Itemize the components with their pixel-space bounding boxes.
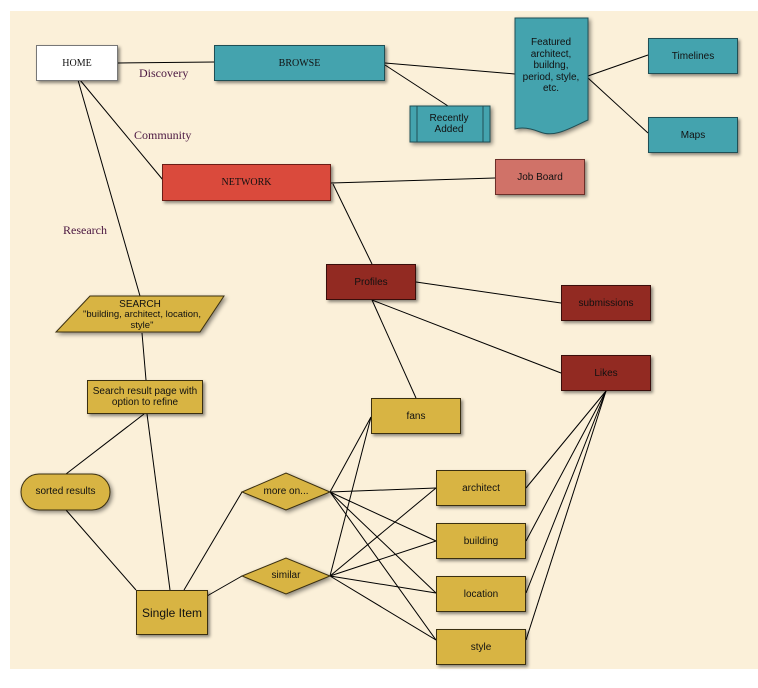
node-style: style bbox=[436, 629, 526, 665]
node-featured-label: Featured architect, buildng, period, sty… bbox=[522, 37, 580, 95]
node-profiles: Profiles bbox=[326, 264, 416, 300]
node-search-subtitle: "building, architect, location, style" bbox=[83, 309, 201, 331]
node-home: HOME bbox=[36, 45, 118, 81]
node-search-result: Search result page with option to refine bbox=[87, 380, 203, 414]
edge-label-research: Research bbox=[63, 223, 107, 237]
node-search-title: SEARCH bbox=[119, 299, 161, 311]
node-building: building bbox=[436, 523, 526, 559]
edge-label-community: Community bbox=[134, 128, 192, 142]
search-shape bbox=[54, 295, 225, 333]
node-single-item: Single Item bbox=[136, 590, 208, 635]
node-recently-added-label: Recently Added bbox=[429, 112, 469, 136]
node-architect: architect bbox=[436, 470, 526, 506]
recently-added-shape bbox=[409, 105, 491, 143]
node-submissions: submissions bbox=[561, 285, 651, 321]
edge-label-discovery: Discovery bbox=[139, 66, 189, 80]
node-maps: Maps bbox=[648, 117, 738, 153]
node-location: location bbox=[436, 576, 526, 612]
node-more-on-label: more on... bbox=[263, 486, 309, 498]
diagram-canvas: Discovery Community Research HOME BROWSE… bbox=[10, 11, 758, 669]
node-similar-label: similar bbox=[271, 570, 301, 582]
node-job-board: Job Board bbox=[495, 159, 585, 195]
node-sorted-results-label: sorted results bbox=[35, 486, 96, 498]
more-on-shape bbox=[240, 472, 332, 511]
node-likes: Likes bbox=[561, 355, 651, 391]
node-browse: BROWSE bbox=[214, 45, 385, 81]
node-fans: fans bbox=[371, 398, 461, 434]
node-timelines: Timelines bbox=[648, 38, 738, 74]
node-network: NETWORK bbox=[162, 164, 331, 201]
sorted-results-shape bbox=[20, 473, 111, 511]
featured-shape bbox=[514, 17, 589, 135]
similar-shape bbox=[240, 557, 332, 595]
